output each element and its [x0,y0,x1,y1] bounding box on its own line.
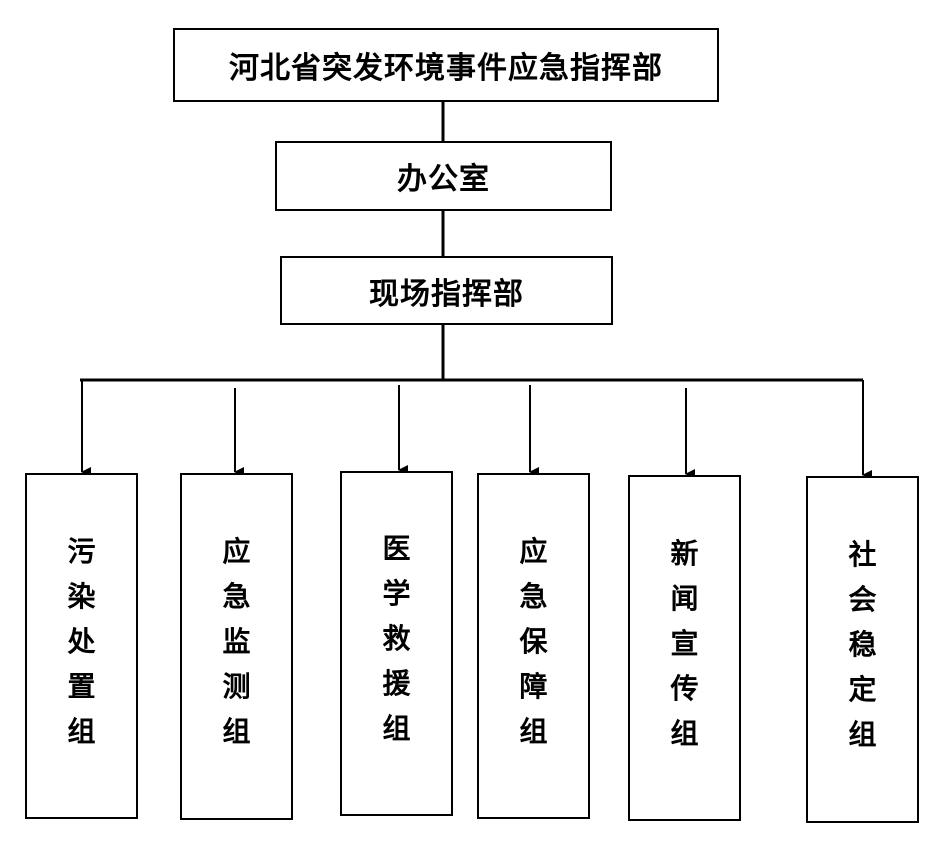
field-command-box: 现场指挥部 [280,256,613,325]
group-label-char: 救 [382,622,411,655]
group-label-char: 染 [67,579,96,613]
group-label-char: 测 [222,670,251,703]
group-label-char: 组 [519,714,548,748]
group-label-char: 组 [670,716,699,750]
group-label-char: 组 [382,712,411,745]
group-label-char: 监 [222,625,251,658]
group-label-char: 社 [848,538,877,571]
group-label-char: 急 [222,580,251,613]
group-label-char: 宣 [670,626,699,660]
group-label-char: 闻 [670,581,699,615]
group-label-char: 传 [670,671,699,705]
group-label-char: 应 [519,534,548,568]
top-command-box: 河北省突发环境事件应急指挥部 [173,28,719,102]
group-label-char: 组 [848,718,877,751]
group-label-char: 稳 [848,628,877,661]
group-label-char: 保 [519,624,548,658]
office-box: 办公室 [275,141,612,211]
group-emergency-monitoring: 应急监测组 [180,473,293,820]
group-medical-rescue: 医学救援组 [340,471,453,816]
group-label-char: 急 [519,579,548,613]
group-label-char: 污 [67,534,96,568]
group-social-stability: 社会稳定组 [806,476,919,823]
group-label-char: 组 [222,715,251,748]
group-label-char: 处 [67,624,96,658]
group-label-char: 定 [848,673,877,706]
group-label-char: 学 [382,577,411,610]
group-label-char: 组 [67,714,96,748]
group-label-char: 会 [848,583,877,616]
group-label-char: 医 [382,532,411,565]
group-label-char: 应 [222,535,251,568]
group-news-publicity: 新闻宣传组 [628,475,741,821]
group-label-char: 障 [519,669,548,703]
group-emergency-support: 应急保障组 [477,473,590,819]
group-label-char: 援 [382,667,411,700]
group-label-char: 置 [67,669,96,703]
group-pollution-disposal: 污染处置组 [25,473,138,819]
group-label-char: 新 [670,536,699,570]
